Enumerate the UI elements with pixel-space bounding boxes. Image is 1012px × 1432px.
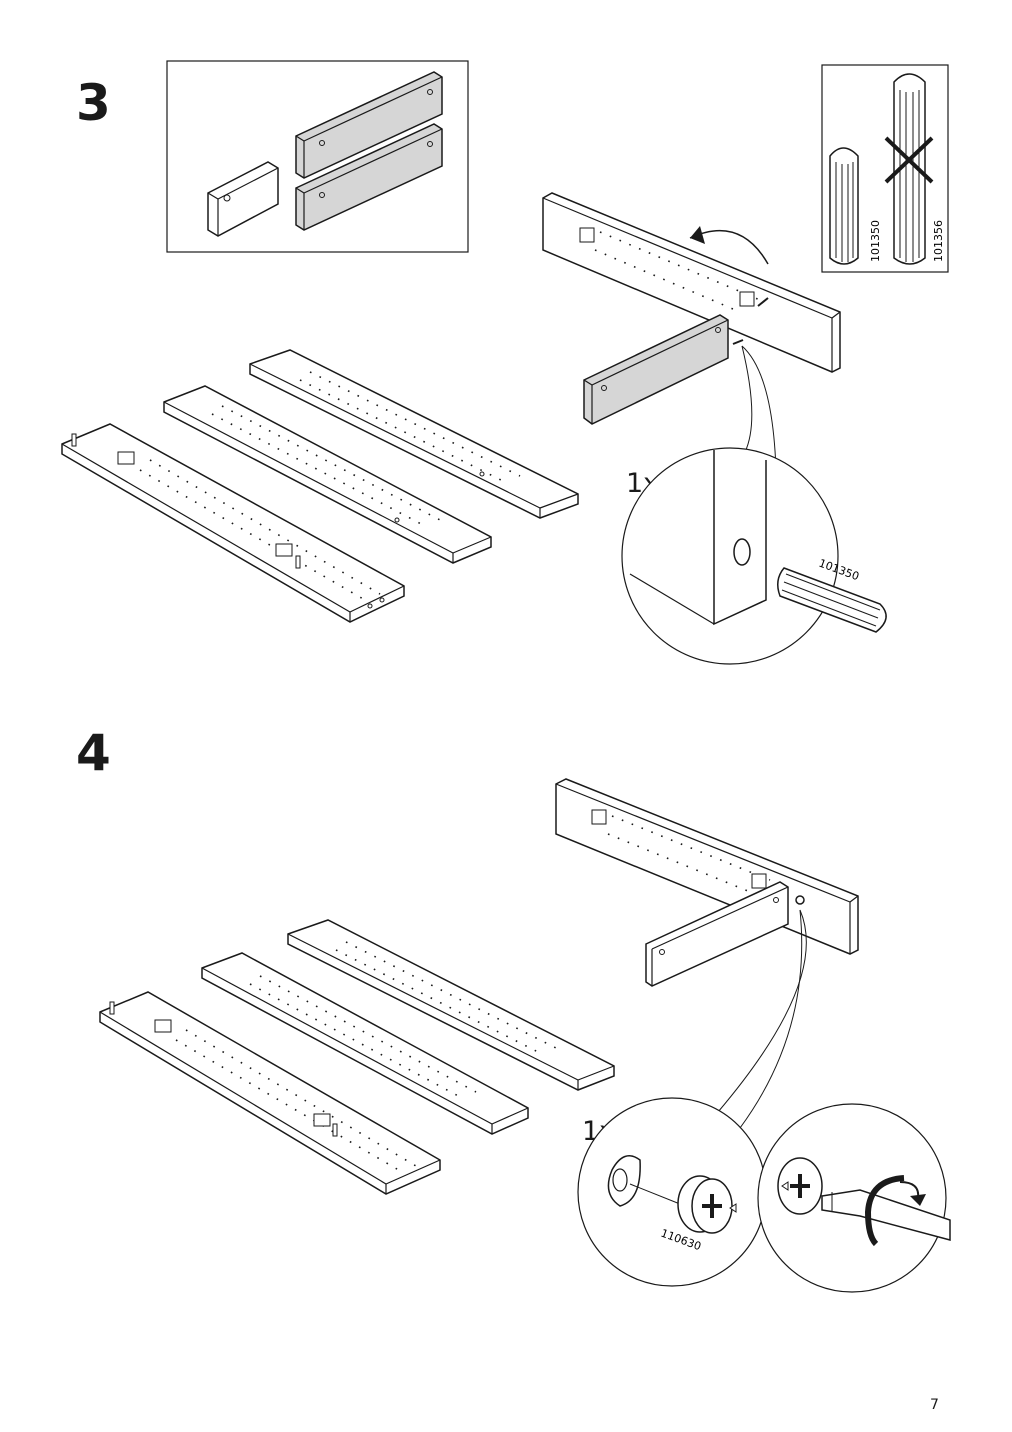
dowel-info-box: 101350 101356 xyxy=(821,64,949,273)
dowel-101356-icon xyxy=(893,73,926,265)
dowel-101350-icon xyxy=(829,147,859,265)
ok-part-number: 101350 xyxy=(869,220,882,262)
screwdriver-detail-circle xyxy=(757,1103,951,1293)
step-number: 4 xyxy=(76,724,111,782)
page-number: 7 xyxy=(930,1397,939,1413)
wrong-part-number: 101356 xyxy=(932,220,945,262)
panel-reference-inset xyxy=(166,60,469,253)
dowel-detail-circle: 101350 xyxy=(621,447,887,665)
corner-assembly-step3 xyxy=(542,192,841,521)
flat-boards-step3 xyxy=(61,349,579,623)
corner-assembly-step4 xyxy=(555,778,859,1129)
cross-mark-icon xyxy=(884,136,934,184)
flat-boards-step4 xyxy=(99,919,615,1195)
dowel-icon xyxy=(777,567,887,633)
step-number: 3 xyxy=(76,74,111,132)
cam-lock-icon xyxy=(677,1175,737,1234)
cam-lock-detail-circle: 110630 xyxy=(577,1097,767,1287)
screwdriver-icon xyxy=(821,1189,951,1241)
rotate-arrow-icon xyxy=(864,1175,926,1247)
